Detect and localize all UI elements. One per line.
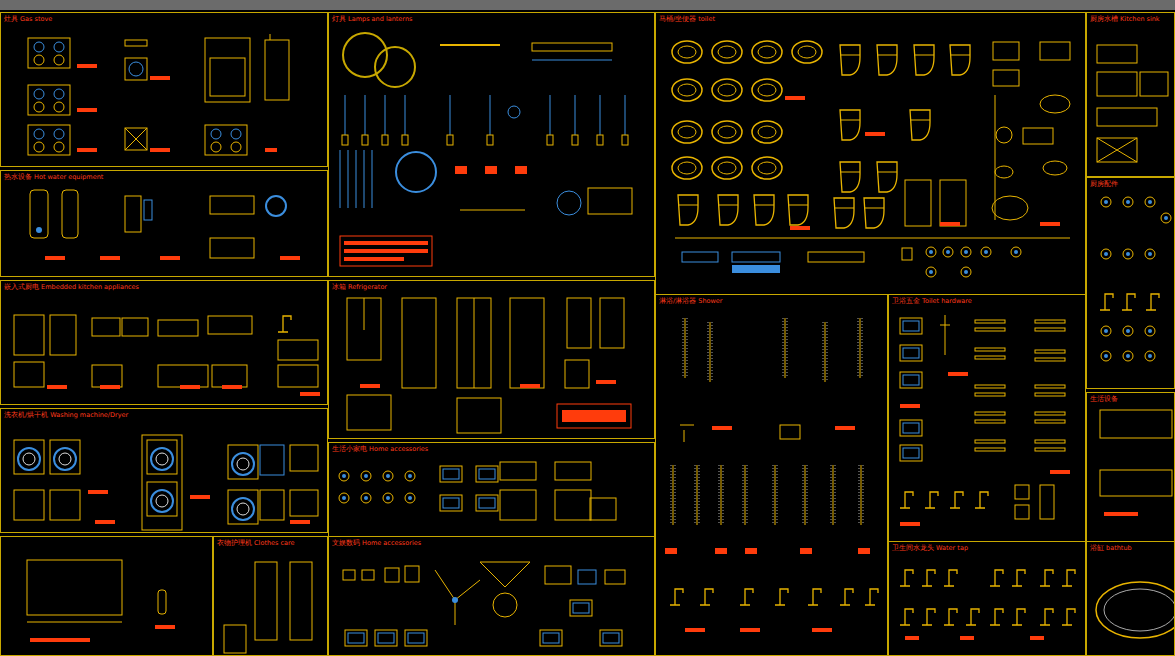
- panel-heading: 卫浴五金 Toilet hardware: [891, 297, 973, 305]
- panel-heading: 厨房水槽 Kitchen sink: [1089, 15, 1161, 23]
- panel-heading: 洗衣机/烘干机 Washing machine/Dryer: [3, 411, 129, 419]
- category-panel: 生活小家电 Home accessories: [328, 442, 655, 537]
- category-panel: 厨房配件: [1086, 177, 1175, 389]
- category-panel: 卫生间水龙头 Water tap: [888, 541, 1086, 656]
- category-panel: 文娱数码 Home accessories: [328, 536, 655, 656]
- panel-heading: 文娱数码 Home accessories: [331, 539, 422, 547]
- panel-heading: 灶具 Gas stove: [3, 15, 53, 23]
- panel-heading: 热水设备 Hot water equipment: [3, 173, 104, 181]
- category-panel: 灯具 Lamps and lanterns: [328, 12, 655, 277]
- panel-heading: 生活小家电 Home accessories: [331, 445, 429, 453]
- panel-heading: 厨房配件: [1089, 180, 1119, 188]
- panel-heading: 冰箱 Refrigerator: [331, 283, 388, 291]
- category-panel: 热水设备 Hot water equipment: [0, 170, 328, 277]
- category-panel: 灶具 Gas stove: [0, 12, 328, 167]
- panel-heading: 马桶/坐便器 toilet: [658, 15, 716, 23]
- category-panel: 马桶/坐便器 toilet: [655, 12, 1086, 295]
- panel-heading: 生活设备: [1089, 395, 1119, 403]
- panel-heading: 卫生间水龙头 Water tap: [891, 544, 969, 552]
- category-panel: 厨房水槽 Kitchen sink: [1086, 12, 1175, 177]
- panel-heading: 浴缸 bathtub: [1089, 544, 1133, 552]
- category-panel: 浴缸 bathtub: [1086, 541, 1175, 656]
- category-panel: 洗衣机/烘干机 Washing machine/Dryer: [0, 408, 328, 533]
- category-panel: 淋浴/淋浴器 Shower: [655, 294, 888, 656]
- panel-heading: 嵌入式厨电 Embedded kitchen appliances: [3, 283, 140, 291]
- category-panel: 卫浴五金 Toilet hardware: [888, 294, 1086, 542]
- panel-heading: 淋浴/淋浴器 Shower: [658, 297, 723, 305]
- category-panel: 冰箱 Refrigerator: [328, 280, 655, 439]
- category-panel: 嵌入式厨电 Embedded kitchen appliances: [0, 280, 328, 405]
- panel-heading: 灯具 Lamps and lanterns: [331, 15, 413, 23]
- category-panel: 衣物护理机 Clothes care: [213, 536, 328, 656]
- category-panel: 生活设备: [1086, 392, 1175, 542]
- panel-heading: 衣物护理机 Clothes care: [216, 539, 296, 547]
